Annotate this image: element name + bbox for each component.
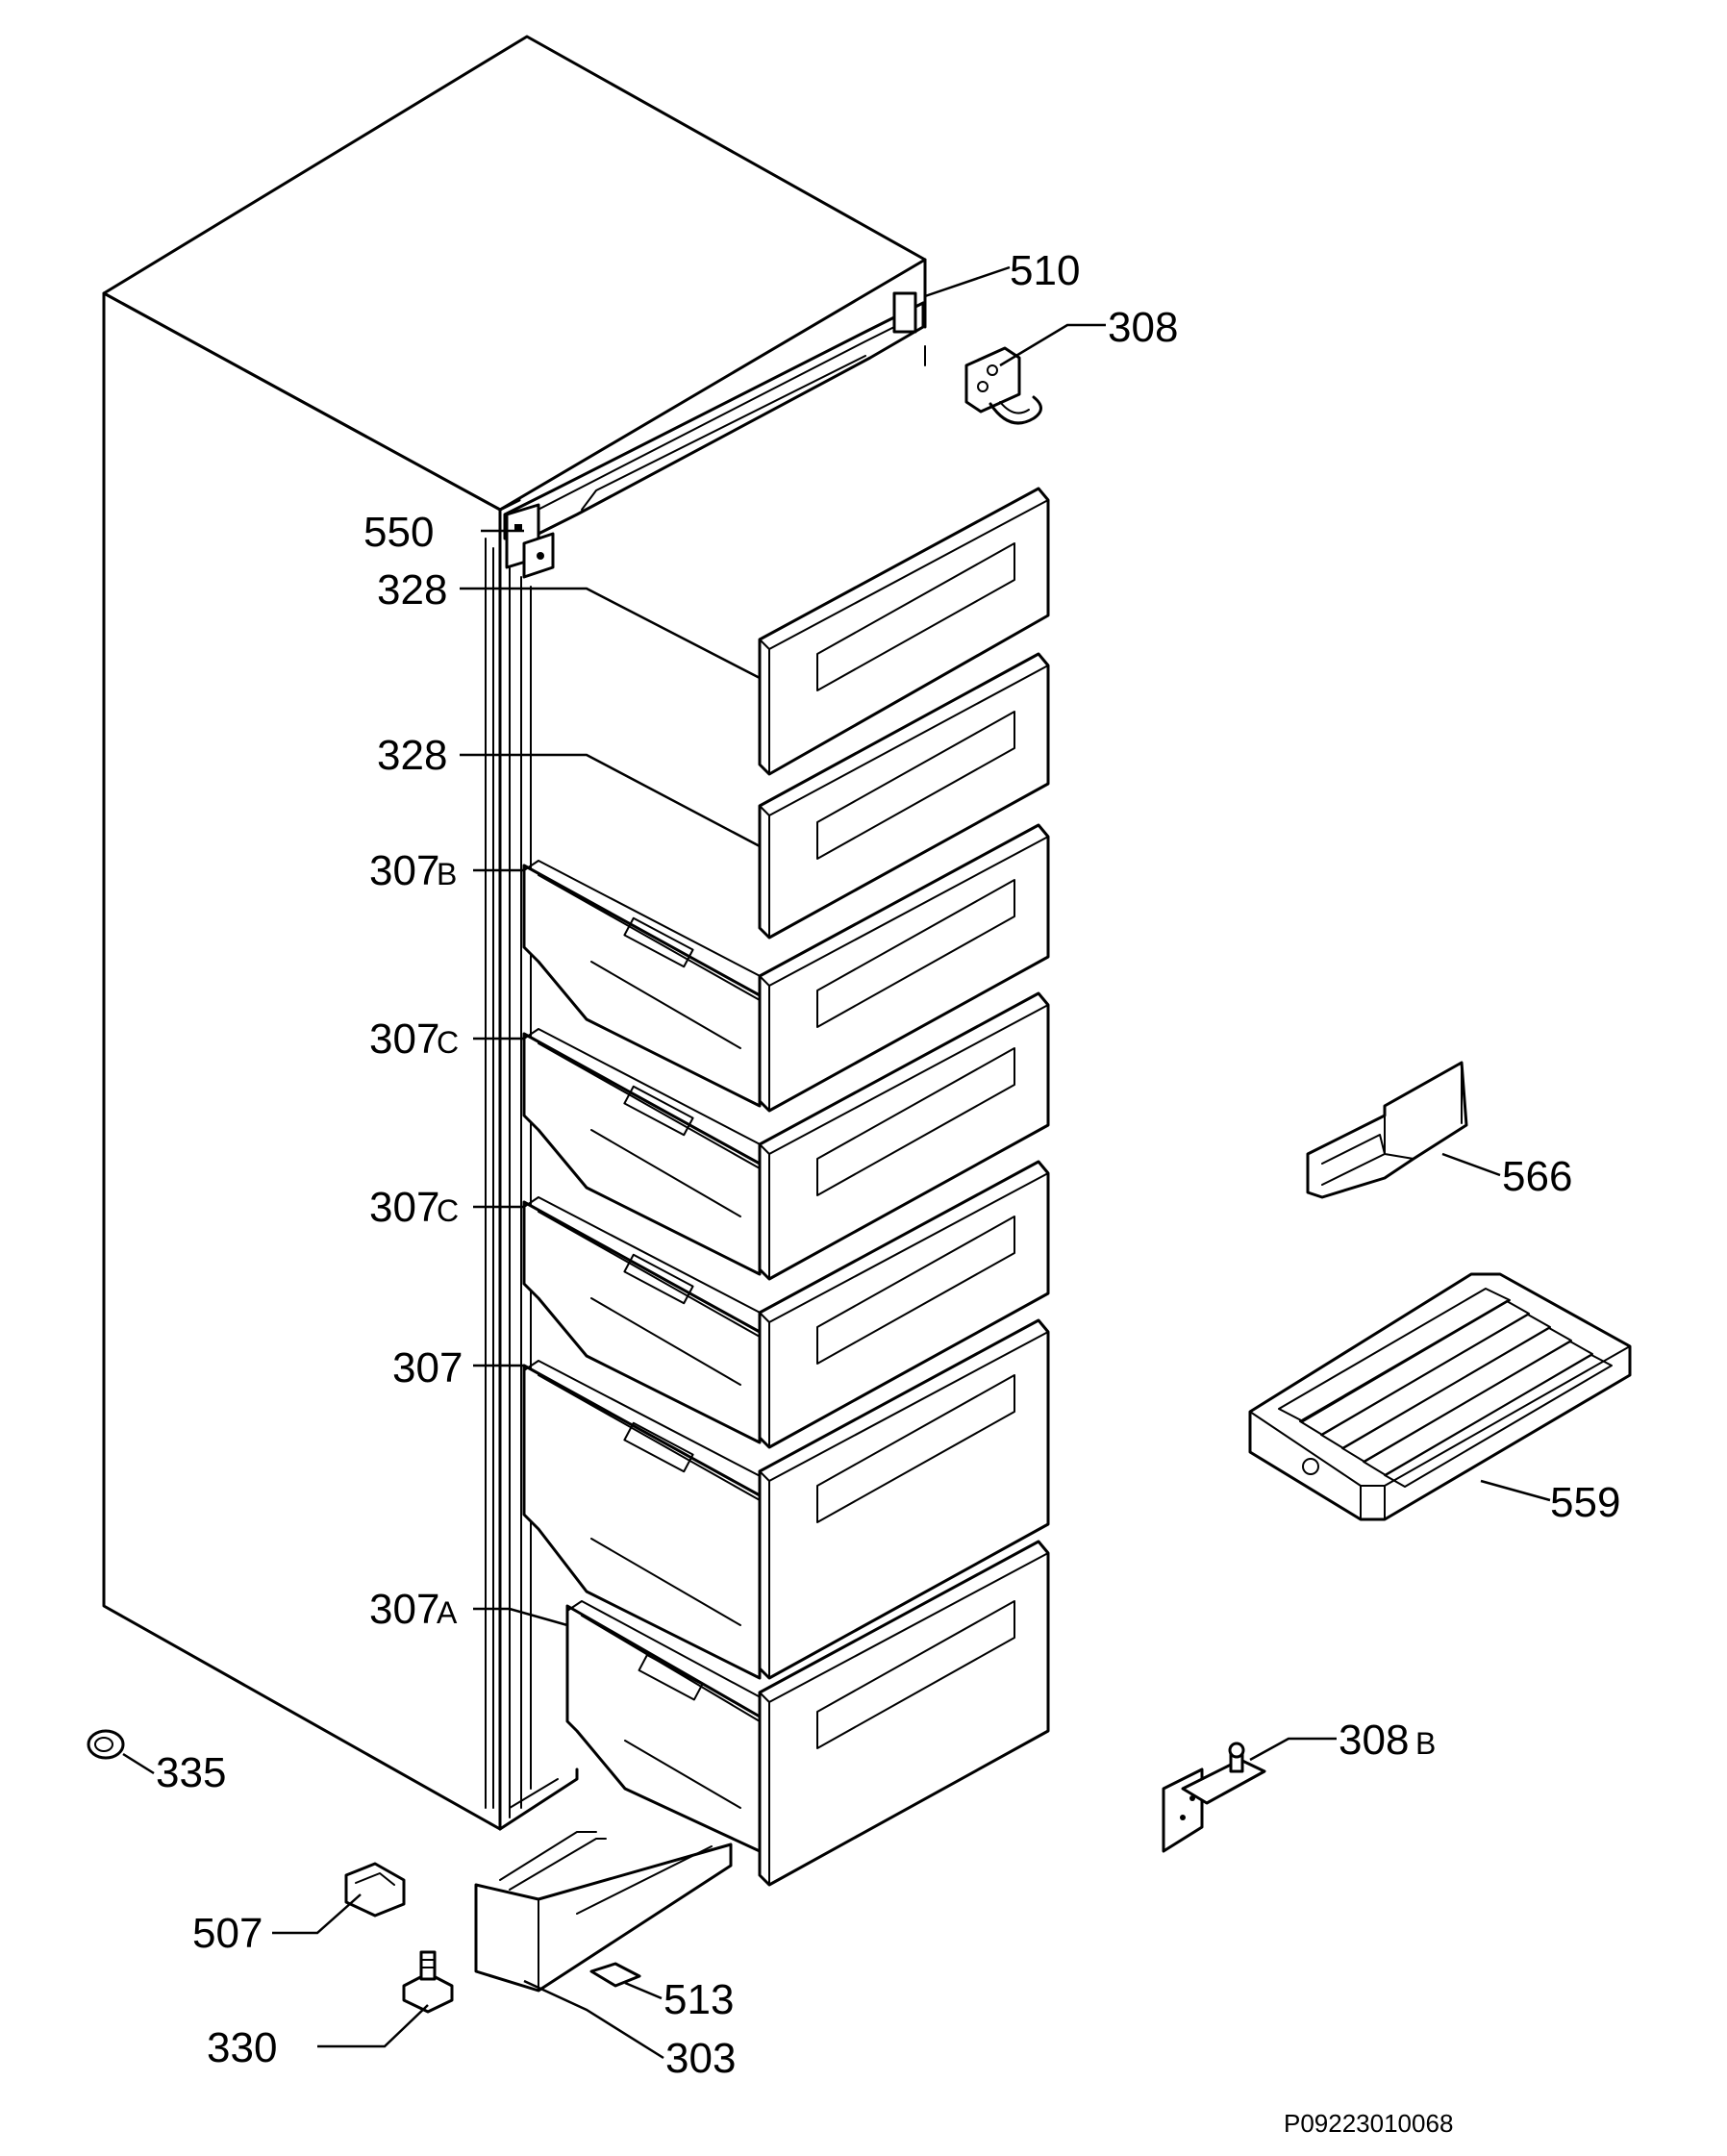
label-307c-upper: 307 [369,1015,439,1063]
label-307c-lower: 307 [369,1184,439,1231]
label-566: 566 [1502,1153,1572,1200]
label-559: 559 [1550,1479,1620,1526]
part-labels: 510 308 550 328 328 307 B 307 C 307 C 30… [156,247,1620,2138]
label-550: 550 [363,509,434,556]
label-328-upper: 328 [377,566,447,614]
label-307: 307 [392,1344,463,1391]
filter-513 [589,1962,641,1988]
label-335: 335 [156,1749,226,1796]
label-307a: 307 [369,1586,439,1633]
ice-tray-559 [1248,1272,1632,1521]
label-303: 303 [665,2035,736,2082]
label-307b-suffix: B [437,857,457,891]
label-328-lower: 328 [377,732,447,779]
label-330: 330 [207,2024,277,2071]
adjustable-foot-330 [402,1950,454,2014]
label-307c-upper-suffix: C [437,1025,459,1060]
foot-cap-335 [87,1729,125,1760]
label-513: 513 [663,1976,734,2023]
drawer-307c-upper [522,991,1050,1281]
clip-507 [344,1862,406,1918]
hinge-308 [964,346,1042,425]
plinth-303 [474,1831,733,1993]
label-510: 510 [1010,247,1080,294]
label-307a-suffix: A [437,1595,458,1630]
lower-hinge-308b [1162,1742,1266,1853]
flap-328-upper [758,487,1050,776]
flap-328-lower [758,652,1050,940]
drawer-307a-bottom [565,1540,1050,1887]
label-308b: 308 [1339,1717,1409,1764]
drawing-code: P09223010068 [1284,2109,1453,2138]
label-307c-lower-suffix: C [437,1193,459,1228]
drawer-307b [522,823,1050,1113]
freezer-cabinet [102,35,927,1831]
drawer-307c-lower [522,1160,1050,1449]
label-308b-suffix: B [1415,1726,1436,1761]
label-307b: 307 [369,847,439,894]
drawer-307-large [522,1318,1050,1680]
label-507: 507 [192,1910,263,1957]
label-308: 308 [1108,304,1178,351]
leader-lines [122,265,1551,2060]
ice-scoop-566 [1306,1061,1468,1199]
upper-hinge-part [505,503,555,579]
